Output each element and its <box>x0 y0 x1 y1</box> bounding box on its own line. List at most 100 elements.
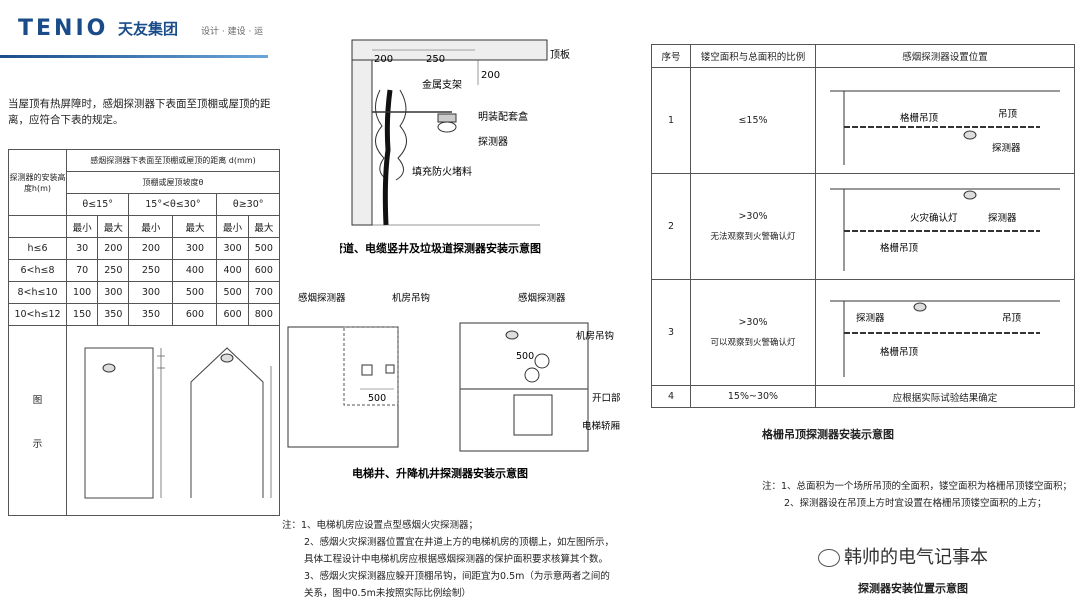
slope-3: θ≥30° <box>216 193 280 216</box>
dim-label: 200 <box>374 54 393 65</box>
elevator-label: 感烟探测器 <box>298 292 346 304</box>
elevator-label: 机房吊钩 <box>392 292 430 304</box>
cell: 350 <box>97 303 130 326</box>
cell: 600 <box>172 303 218 326</box>
cell: 500 <box>172 281 218 304</box>
grille-label: 探测器 <box>856 312 885 324</box>
cell: 70 <box>65 259 99 282</box>
table-row: 1 ≤15% 吊顶 格栅吊顶 探测器 <box>651 67 1075 174</box>
cell-ratio: >30% 可以观察到火警确认灯 <box>690 279 816 386</box>
table-row: 6<h≤8 70 250 250 400 400 600 <box>8 259 281 282</box>
cell: 200 <box>128 237 174 260</box>
cell: 300 <box>97 281 130 304</box>
note-line: 2、感烟火灾探测器位置宜在井道上方的电梯机房的顶棚上，如左图所示， <box>304 537 615 548</box>
header-distance: 感烟探测器下表面至顶棚或屋顶的距离 d(mm) <box>66 149 280 172</box>
cell-diagram: 吊顶 格栅吊顶 探测器 <box>815 67 1075 174</box>
ratio-value: >30% <box>738 211 768 222</box>
shaft-label: 金属支架 <box>422 78 462 91</box>
cell: 300 <box>216 237 249 260</box>
grille-label: 格栅吊顶 <box>880 242 919 254</box>
detector-icon <box>220 353 234 363</box>
note-prefix: 注： <box>762 481 782 492</box>
cell: 400 <box>172 259 218 282</box>
table-row: 3 >30% 可以观察到火警确认灯 探测器 吊顶 格栅吊顶 <box>651 279 1075 386</box>
note-line: 2、探测器设在吊顶上方时宜设置在格栅吊顶镂空面积的上方； <box>784 498 1047 509</box>
roof-diagram-cell <box>66 325 280 516</box>
note-line: 1、电梯机房应设置点型感烟火灾探测器； <box>301 520 479 531</box>
grille-ceiling-table: 序号 镂空面积与总面积的比例 感烟探测器设置位置 1 ≤15% 吊顶 格栅吊顶 … <box>651 44 1075 408</box>
header-accent-bar <box>0 55 268 58</box>
elevator-diagram: 感烟探测器 机房吊钩 500 感烟探测器 机房吊钩 500 开口部 电梯轿厢 电… <box>287 292 621 480</box>
min-label: 最小 <box>216 215 249 238</box>
shaft-label: 顶板 <box>550 48 570 61</box>
header-slope: 顶棚或屋顶坡度θ <box>66 171 280 194</box>
shaft-diagram: 200 250 200 顶板 金属支架 明装配套盒 探测器 填充防火堵料 管道、… <box>340 39 570 255</box>
shaft-label: 明装配套盒 <box>478 110 528 123</box>
elevator-label: 电梯轿厢 <box>582 420 620 432</box>
cell: 500 <box>247 237 281 260</box>
cell: 150 <box>65 303 99 326</box>
table-row: h≤6 30 200 200 300 300 500 <box>8 237 281 260</box>
grille-diagram-1: 吊顶 格栅吊顶 探测器 <box>830 90 1060 165</box>
elevator-label: 机房吊钩 <box>576 330 614 342</box>
elevator-label: 500 <box>516 351 534 362</box>
ratio-note: 无法观察到火警确认灯 <box>710 232 796 242</box>
note-line: 关系，图中0.5m未按照实际比例绘制） <box>304 588 471 599</box>
diagram-label-2: 示 <box>32 438 43 450</box>
cell-h: 6<h≤8 <box>8 259 67 282</box>
slope-1: θ≤15° <box>65 193 130 216</box>
height-distance-table: 探测器的安装高度h(m) 感烟探测器下表面至顶棚或屋顶的距离 d(mm) 顶棚或… <box>8 149 281 516</box>
table-row: 4 15%~30% 应根据实际试验结果确定 <box>651 385 1075 408</box>
shaft-label: 探测器 <box>478 135 508 148</box>
cell-no: 2 <box>651 173 691 280</box>
cell: 600 <box>216 303 249 326</box>
diagram-row: 图 示 <box>8 325 280 516</box>
table-row: 10<h≤12 150 350 350 600 600 800 <box>8 303 281 326</box>
watermark: 韩帅的电气记事本 <box>818 543 988 569</box>
note-line: 1、总面积为一个场所吊顶的全面积，镂空面积为格栅吊顶镂空面积； <box>781 481 1073 492</box>
diagram-label-cell: 图 示 <box>8 325 67 516</box>
min-label: 最小 <box>128 215 174 238</box>
cell: 700 <box>247 281 281 304</box>
grille-diagram-2: 火灾确认灯 探测器 格栅吊顶 <box>830 188 1060 271</box>
shaft-label: 填充防火堵料 <box>412 165 472 178</box>
grille-label: 吊顶 <box>1002 313 1022 324</box>
cell-diagram: 火灾确认灯 探测器 格栅吊顶 <box>815 173 1075 280</box>
logo-wordmark: TENIO <box>18 16 109 41</box>
cell: 300 <box>172 237 218 260</box>
notes-right: 注：1、总面积为一个场所吊顶的全面积，镂空面积为格栅吊顶镂空面积； 2、探测器设… <box>762 478 1080 512</box>
grille-label: 格栅吊顶 <box>880 346 919 358</box>
cell-ratio: ≤15% <box>690 67 816 174</box>
cell-ratio: 15%~30% <box>690 385 816 408</box>
header-install-height: 探测器的安装高度h(m) <box>8 149 67 216</box>
ratio-note: 可以观察到火警确认灯 <box>710 338 796 348</box>
logo-tagline: 设计 · 建设 · 运 <box>201 27 264 37</box>
grille-label: 火灾确认灯 <box>910 212 958 224</box>
cell: 30 <box>65 237 99 260</box>
cell: 100 <box>65 281 99 304</box>
cell: 200 <box>97 237 130 260</box>
header-position: 感烟探测器设置位置 <box>815 44 1075 68</box>
cell: 300 <box>128 281 174 304</box>
cell-h: h≤6 <box>8 237 67 260</box>
ratio-value: >30% <box>738 317 768 328</box>
cell: 800 <box>247 303 281 326</box>
note-line: 3、感烟火灾探测器应躲开顶棚吊钩，间距宜为0.5m（为示意两者之间的 <box>304 571 610 582</box>
note-prefix: 注： <box>282 520 302 531</box>
min-label: 最小 <box>65 215 99 238</box>
shaft-caption: 管道、电缆竖井及垃圾道探测器安装示意图 <box>340 241 541 255</box>
intro-paragraph: 当屋顶有热屏障时，感烟探测器下表面至顶棚或屋顶的距离，应符合下表的规定。 <box>8 98 271 126</box>
header-no: 序号 <box>651 44 691 68</box>
max-label: 最大 <box>97 215 130 238</box>
slope-2: 15°<θ≤30° <box>128 193 218 216</box>
cell: 400 <box>216 259 249 282</box>
cell-no: 3 <box>651 279 691 386</box>
grille-caption: 格栅吊顶探测器安装示意图 <box>762 428 894 441</box>
detector-icon <box>963 130 977 140</box>
note-line: 具体工程设计中电梯机房应根据感烟探测器的保护面积要求核算其个数。 <box>304 554 609 565</box>
detector-icon <box>963 190 977 200</box>
dim-label: 200 <box>481 70 500 81</box>
elevator-caption: 电梯井、升降机井探测器安装示意图 <box>352 466 528 480</box>
cell: 500 <box>216 281 249 304</box>
table-row: 8<h≤10 100 300 300 500 500 700 <box>8 281 281 304</box>
